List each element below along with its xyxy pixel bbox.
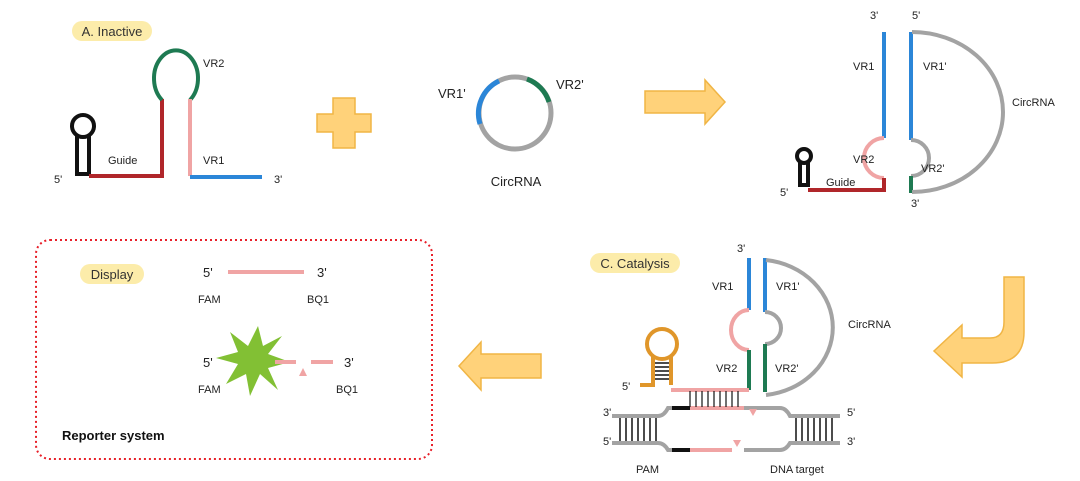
cleavage-mark-icon xyxy=(299,368,307,376)
panel-b-vr1p-label: VR1' xyxy=(923,61,947,73)
panel-b-complex: 3' 5' VR1 VR1' CircRNA VR2 VR2' Guide 5'… xyxy=(780,10,1055,210)
circrna-caption: CircRNA xyxy=(491,174,542,189)
panel-a-3prime-label: 3' xyxy=(274,174,282,186)
circrna-vr1p-label: VR1' xyxy=(438,86,466,101)
panel-b-5prime-label: 5' xyxy=(780,187,788,199)
cleaved-bq1-label: BQ1 xyxy=(336,384,358,396)
panel-c-title-tag xyxy=(590,253,680,273)
fam-burst-icon xyxy=(216,326,290,396)
panel-a-guide-label: Guide xyxy=(108,155,137,167)
panel-c-circrna-label: CircRNA xyxy=(848,319,891,331)
panel-a-title-tag xyxy=(72,21,152,41)
panel-b-vr2p-label: VR2' xyxy=(921,163,945,175)
panel-c-vr1-label: VR1 xyxy=(712,281,733,293)
reporter-system-panel: Display 5' 3' FAM BQ1 5' 3' FAM BQ1 Repo… xyxy=(35,239,433,460)
curved-arrow-icon xyxy=(932,276,1025,379)
cleaved-fam-label: FAM xyxy=(198,384,221,396)
panel-a-guide-strand xyxy=(89,99,164,178)
intact-5prime: 5' xyxy=(203,265,213,280)
panel-c-catalysis: C. Catalysis xyxy=(590,243,891,476)
cleaved-3prime: 3' xyxy=(344,355,354,370)
panel-a-title: A. Inactive xyxy=(82,24,143,39)
intact-3prime: 3' xyxy=(317,265,327,280)
panel-b-3prime-bottom: 3' xyxy=(911,198,919,210)
display-tag xyxy=(80,264,144,284)
panel-b-guide-label: Guide xyxy=(826,177,855,189)
panel-b-vr1-label: VR1 xyxy=(853,61,874,73)
panel-c-dna-5prime-right: 5' xyxy=(847,407,855,419)
reporter-system-title: Reporter system xyxy=(62,428,165,443)
panel-a-hairpin xyxy=(70,113,96,176)
circrna-vr2p-label: VR2' xyxy=(556,77,584,92)
right-arrow-icon xyxy=(644,78,727,126)
panel-b-5prime-top: 5' xyxy=(912,10,920,22)
cleaved-5prime: 5' xyxy=(203,355,213,370)
panel-a-vr1-label: VR1 xyxy=(203,155,224,167)
panel-c-3prime-top: 3' xyxy=(737,243,745,255)
panel-a-vr2-loop xyxy=(152,48,200,102)
panel-b-circrna-label: CircRNA xyxy=(1012,97,1055,109)
intact-bq1-label: BQ1 xyxy=(307,294,329,306)
panel-a-inactive: A. Inactive VR2 Guide VR1 5' 3' xyxy=(54,21,282,186)
panel-c-dna-3prime-right: 3' xyxy=(847,436,855,448)
panel-c-5prime-guide: 5' xyxy=(622,381,630,393)
panel-c-dna-3prime-left: 3' xyxy=(603,407,611,419)
reporter-border xyxy=(35,239,433,460)
plus-icon xyxy=(316,97,372,149)
panel-c-dna-5prime-left: 5' xyxy=(603,436,611,448)
panel-c-vr1p-label: VR1' xyxy=(776,281,800,293)
display-label: Display xyxy=(91,267,134,282)
panel-b-3prime-top: 3' xyxy=(870,10,878,22)
intact-fam-label: FAM xyxy=(198,294,221,306)
circrna-ring xyxy=(475,74,554,152)
left-arrow-icon xyxy=(457,340,542,392)
panel-c-title: C. Catalysis xyxy=(600,256,670,271)
panel-a-5prime-label: 5' xyxy=(54,174,62,186)
panel-c-vr2p-label: VR2' xyxy=(775,363,799,375)
panel-a-vr2-label: VR2 xyxy=(203,58,224,70)
panel-c-vr2-label: VR2 xyxy=(716,363,737,375)
panel-b-vr2-label: VR2 xyxy=(853,154,874,166)
panel-c-pam-label: PAM xyxy=(636,464,659,476)
panel-c-dna-target-label: DNA target xyxy=(770,464,824,476)
